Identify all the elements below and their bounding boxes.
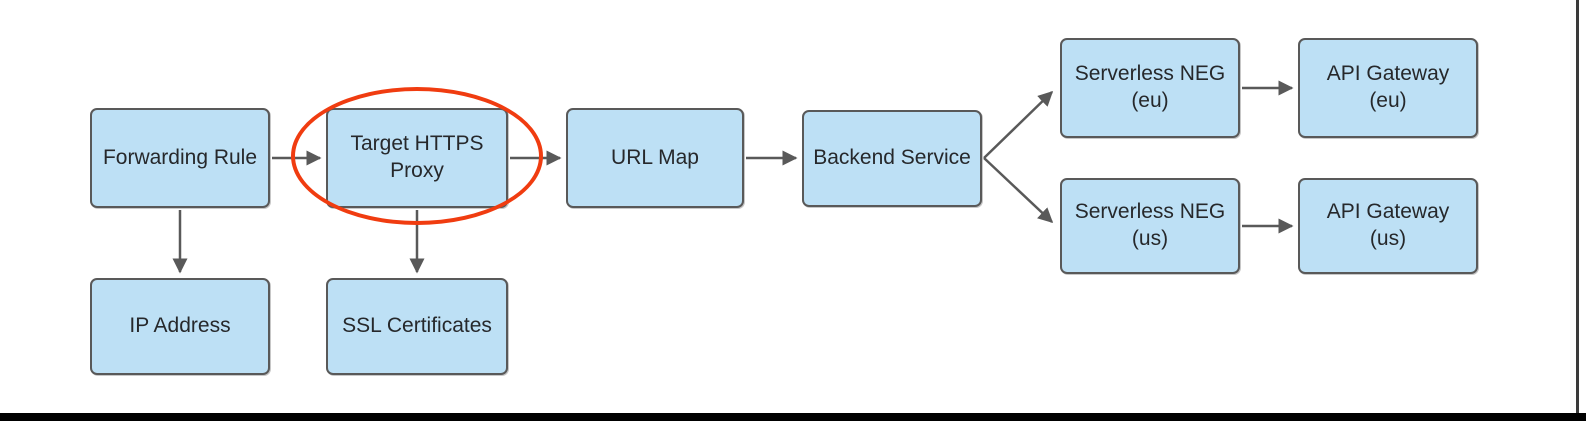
node-forwarding-rule[interactable]: Forwarding Rule — [90, 108, 270, 208]
node-serverless-neg-eu-label: Serverless NEG (eu) — [1074, 62, 1226, 112]
node-serverless-neg-eu[interactable]: Serverless NEG (eu) — [1060, 38, 1240, 138]
node-api-gateway-eu-label: API Gateway (eu) — [1326, 62, 1450, 112]
node-api-gateway-us-label: API Gateway (us) — [1326, 200, 1450, 250]
node-url-map-label: URL Map — [611, 145, 699, 169]
node-serverless-neg-us-label: Serverless NEG (us) — [1074, 200, 1226, 250]
node-backend-service-label: Backend Service — [813, 146, 971, 170]
frame-right-border — [1576, 0, 1579, 421]
node-ip-address-label: IP Address — [129, 314, 231, 338]
node-url-map[interactable]: URL Map — [566, 108, 744, 208]
node-serverless-neg-us[interactable]: Serverless NEG (us) — [1060, 178, 1240, 274]
frame-bottom-bar — [0, 413, 1586, 421]
node-ip-address[interactable]: IP Address — [90, 278, 270, 375]
node-backend-service[interactable]: Backend Service — [802, 110, 982, 207]
node-api-gateway-us[interactable]: API Gateway (us) — [1298, 178, 1478, 274]
node-api-gateway-eu[interactable]: API Gateway (eu) — [1298, 38, 1478, 138]
edge-backend-service-to-serverless-neg-us — [983, 157, 1054, 224]
node-ssl-certificates[interactable]: SSL Certificates — [326, 278, 508, 375]
node-ssl-certificates-label: SSL Certificates — [342, 314, 492, 338]
highlight-ellipse-annotation — [291, 87, 543, 225]
edge-backend-service-to-serverless-neg-eu — [983, 90, 1054, 159]
node-forwarding-rule-label: Forwarding Rule — [102, 145, 258, 169]
